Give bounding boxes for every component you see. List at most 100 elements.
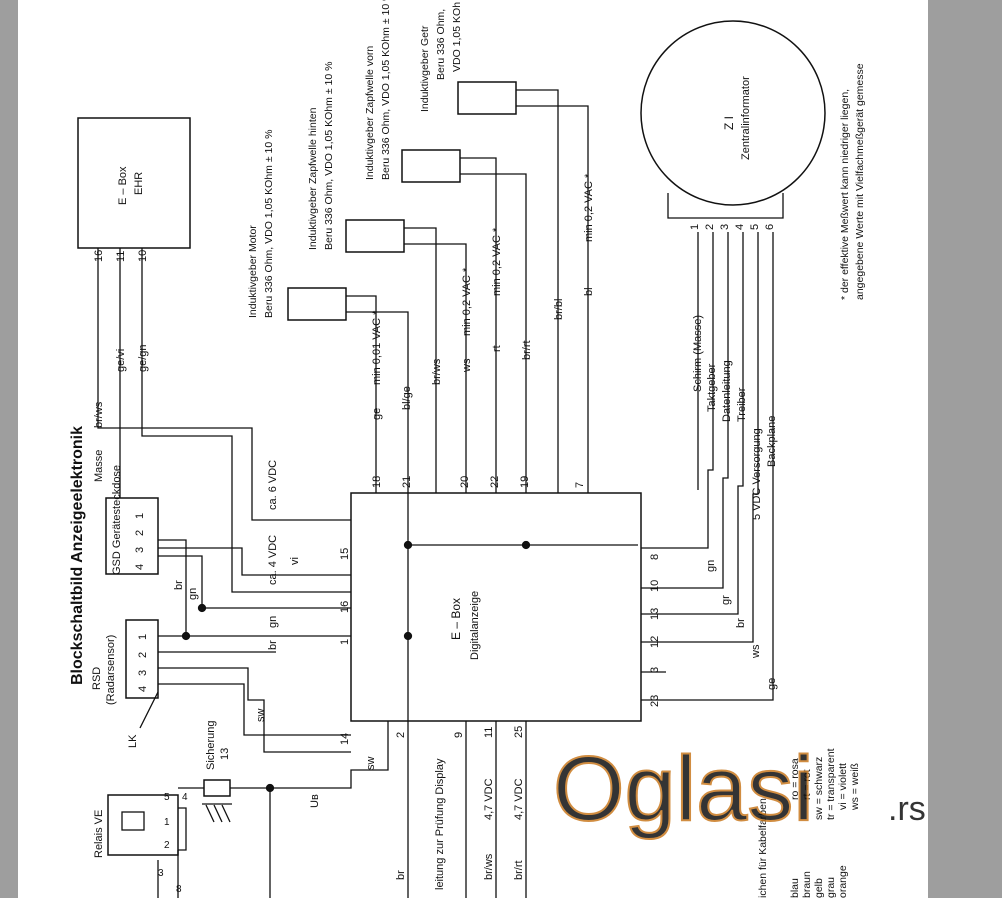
lk-pointer: [139, 691, 159, 729]
svg-text:1: 1: [339, 639, 351, 645]
zi-line1: Z I: [722, 116, 736, 130]
svg-text:rt = rot: rt = rot: [801, 769, 813, 800]
relais-coil: [121, 811, 145, 831]
svg-text:ws: ws: [750, 644, 762, 659]
svg-text:16: 16: [339, 601, 351, 613]
svg-text:br: br: [173, 580, 185, 590]
rsd-wires: [158, 631, 351, 753]
ebox-main-line2: Digitalanzeige: [469, 591, 481, 660]
svg-text:bl/ge: bl/ge: [401, 386, 413, 410]
svg-text:4: 4: [137, 686, 149, 692]
ehr-pin-16: 16: [93, 250, 105, 262]
svg-text:4,7 VDC: 4,7 VDC: [513, 778, 525, 820]
svg-text:min 0,2 VAC *: min 0,2 VAC *: [583, 173, 595, 242]
svg-text:br: br: [395, 870, 407, 880]
zi-line2: Zentralinformator: [740, 76, 752, 160]
svg-text:braun: braun: [801, 871, 813, 898]
svg-text:22: 22: [489, 476, 501, 488]
svg-text:8: 8: [649, 554, 661, 560]
zi-connector: [667, 193, 784, 219]
rsd-pins: 4 3 2 1: [137, 634, 149, 692]
zi-signal-labels: Schirm (Masse) Taktgeber Datenleitung Tr…: [692, 315, 778, 520]
svg-text:br/ws: br/ws: [431, 358, 443, 385]
ebox-main-line1: E – Box: [449, 598, 463, 640]
svg-text:10: 10: [649, 580, 661, 592]
svg-text:5: 5: [164, 792, 170, 803]
diagram-title: Blockschaltbild Anzeigeelektronik: [69, 426, 86, 685]
svg-text:rt: rt: [491, 345, 503, 352]
svg-text:8: 8: [176, 884, 182, 895]
ehr-line1: E – Box: [117, 166, 129, 205]
oglasi-watermark: Oglasi .rs: [552, 737, 926, 841]
right-wire-colors: gn gr br ws ge: [705, 560, 778, 690]
svg-text:min 0,01 VAC *: min 0,01 VAC *: [371, 310, 383, 385]
svg-text:ws = weiß: ws = weiß: [849, 763, 861, 811]
fuse-wires: [178, 721, 389, 898]
ehr-pin-11: 11: [115, 251, 127, 262]
svg-text:3: 3: [158, 868, 164, 879]
sensor-labels: Induktivgeber Motor Beru 336 Ohm, VDO 1,…: [247, 0, 463, 318]
svg-text:br/ws: br/ws: [483, 853, 495, 880]
svg-text:Beru 336 Ohm, VDO 1,05 KOhm ±: Beru 336 Ohm, VDO 1,05 KOhm ± 10 %: [263, 130, 275, 318]
zentralinformator: [640, 20, 826, 206]
svg-text:2: 2: [134, 530, 146, 536]
ebox-ehr: [77, 117, 191, 249]
relais-ve: [107, 794, 179, 856]
sensor-getriebe: [457, 81, 517, 115]
zi-wires: [641, 232, 774, 701]
svg-text:grau: grau: [825, 877, 837, 898]
svg-text:gn: gn: [705, 560, 717, 572]
sicherung-label: Sicherung: [205, 720, 217, 770]
svg-text:gr: gr: [720, 595, 732, 605]
svg-text:br/rt: br/rt: [521, 340, 533, 360]
svg-text:orange: orange: [837, 865, 849, 898]
svg-text:angegebene Werte mit Vielfachm: angegebene Werte mit Vielfachmeßgerät ge…: [854, 63, 866, 300]
svg-text:blau: blau: [789, 878, 801, 898]
sensors: [287, 81, 517, 321]
svg-text:sw = schwarz: sw = schwarz: [813, 757, 825, 820]
svg-text:gn: gn: [187, 588, 199, 600]
svg-text:25: 25: [513, 726, 525, 738]
svg-text:9: 9: [453, 732, 465, 738]
ehr-wire-labels: br/ws Masse ge/vi ge/gn ca. 6 VDC vi ca.…: [93, 344, 301, 650]
svg-text:4: 4: [734, 224, 746, 230]
svg-text:ge/gn: ge/gn: [137, 344, 149, 372]
svg-text:2: 2: [704, 224, 716, 230]
svg-text:1: 1: [164, 817, 170, 828]
svg-text:ro = rosa: ro = rosa: [789, 758, 801, 800]
svg-text:sw: sw: [255, 709, 267, 723]
svg-text:gelb: gelb: [813, 878, 825, 898]
gsd-pins: 4 3 2 1: [134, 513, 146, 570]
svg-text:* der effektive Meßwert kann n: * der effektive Meßwert kann niedriger l…: [839, 89, 851, 300]
svg-text:5: 5: [749, 224, 761, 230]
sensor-zapfwelle-hinten: [345, 219, 405, 253]
relais-label: Relais VE: [93, 810, 105, 858]
gsd-connector: [105, 497, 159, 575]
bottom-wire-labels: br leitung zur Prüfung Display br/ws 4,7…: [395, 758, 525, 890]
color-legend: ichen für Kabelfarben blau braun gelb gr…: [757, 748, 861, 898]
left-pin-numbers: 15 16 1 14: [339, 548, 351, 745]
svg-text:Induktivgeber Zapfwelle vorn: Induktivgeber Zapfwelle vorn: [364, 46, 376, 180]
svg-text:Backplane: Backplane: [766, 416, 778, 467]
svg-text:Schirm (Masse): Schirm (Masse): [692, 315, 704, 392]
relais-wires: [157, 807, 187, 898]
svg-text:1: 1: [134, 513, 146, 519]
svg-text:ge: ge: [766, 678, 778, 690]
wiring-diagram: Blockschaltbild Anzeigeelektronik E – Bo…: [69, 0, 926, 898]
svg-text:3: 3: [137, 670, 149, 676]
sensor-wires: [346, 89, 589, 493]
svg-text:sw: sw: [365, 757, 377, 771]
svg-text:ws: ws: [461, 358, 473, 373]
svg-text:leitung zur Prüfung Display: leitung zur Prüfung Display: [434, 758, 446, 890]
svg-text:br/ws: br/ws: [93, 401, 105, 428]
svg-text:4: 4: [182, 792, 188, 803]
svg-text:18: 18: [371, 476, 383, 488]
svg-text:3: 3: [134, 547, 146, 553]
zi-pin-numbers: 1 2 3 4 5 6: [689, 224, 776, 230]
svg-text:Datenleitung: Datenleitung: [721, 360, 733, 422]
gsd-wire-labels: br gn: [173, 580, 199, 600]
svg-text:21: 21: [401, 476, 413, 488]
svg-text:1: 1: [137, 634, 149, 640]
svg-text:Oglasi: Oglasi: [553, 738, 814, 840]
fuse: [203, 779, 231, 797]
